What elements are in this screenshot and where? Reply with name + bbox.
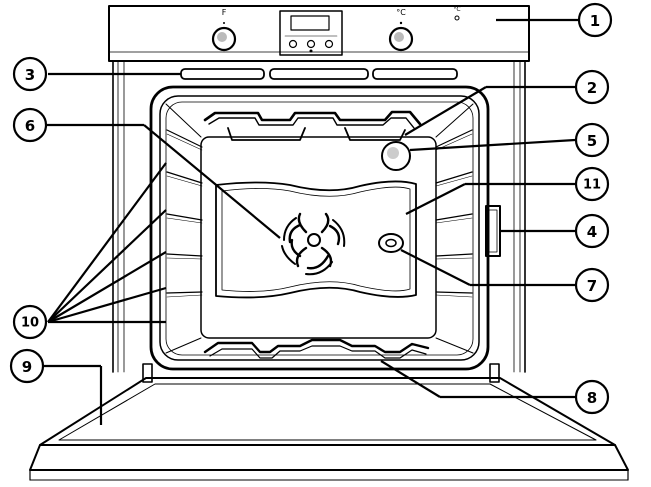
oven-frame xyxy=(108,60,530,373)
callouts: 1 2 3 4 5 6 7 8 xyxy=(9,2,613,415)
oven-cavity xyxy=(149,85,490,371)
meat-probe-socket xyxy=(378,233,404,253)
back-panel xyxy=(215,180,417,299)
leader-lines xyxy=(44,18,578,425)
cooling-vents xyxy=(180,68,458,80)
function-knob-label: F xyxy=(222,8,227,17)
callout-10: 10 xyxy=(12,304,48,340)
bottom-heating-element xyxy=(203,338,430,359)
top-heating-element xyxy=(203,110,422,141)
thermostat-knob-label: °C xyxy=(396,8,406,17)
callout-3: 3 xyxy=(12,56,48,92)
svg-text:5: 5 xyxy=(587,132,597,150)
callout-8: 8 xyxy=(574,379,610,415)
callout-5: 5 xyxy=(574,122,610,158)
callout-4: 4 xyxy=(574,213,610,249)
shelf-runners-right xyxy=(435,129,473,298)
svg-text:2: 2 xyxy=(587,79,597,97)
svg-text:°C: °C xyxy=(453,6,460,13)
callout-11: 11 xyxy=(574,166,610,202)
svg-text:6: 6 xyxy=(25,117,35,135)
oven-door xyxy=(29,363,629,481)
indicator-light xyxy=(454,15,460,21)
fan xyxy=(281,212,346,276)
svg-text:10: 10 xyxy=(21,316,39,331)
svg-text:9: 9 xyxy=(22,358,32,376)
shelf-runners-left xyxy=(166,129,203,298)
svg-text:1: 1 xyxy=(590,12,600,30)
callout-6: 6 xyxy=(12,107,48,143)
callout-9: 9 xyxy=(9,348,45,384)
timer-display xyxy=(279,10,343,56)
svg-text:3: 3 xyxy=(25,66,35,84)
callout-1: 1 xyxy=(577,2,613,38)
svg-text:7: 7 xyxy=(587,277,597,295)
svg-text:11: 11 xyxy=(583,178,601,193)
callout-2: 2 xyxy=(574,69,610,105)
control-panel: F °C °C xyxy=(108,5,530,62)
oven-light xyxy=(381,141,411,171)
svg-text:4: 4 xyxy=(587,223,597,241)
callout-7: 7 xyxy=(574,267,610,303)
svg-text:8: 8 xyxy=(587,389,597,407)
